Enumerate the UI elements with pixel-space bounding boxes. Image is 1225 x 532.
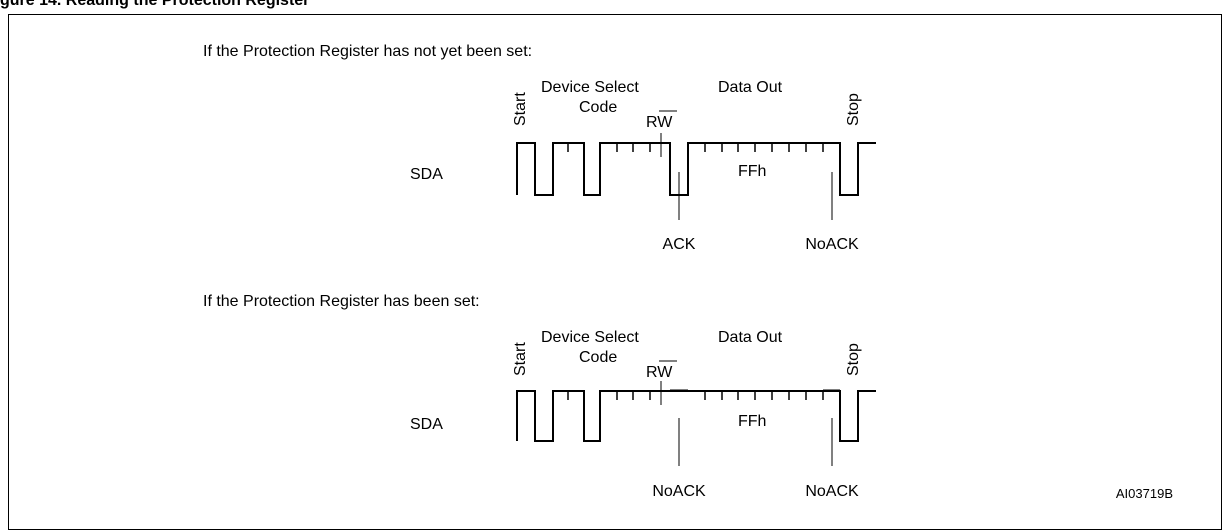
panel-2-signal-name: SDA	[410, 416, 443, 433]
panel-2-rw-label: RW	[646, 364, 673, 381]
panel-1-bit-ticks	[567, 143, 824, 152]
panel-1-data-value: FFh	[738, 163, 766, 180]
panel-1-code-label: Code	[579, 99, 617, 116]
panel-1-signal-name: SDA	[410, 166, 443, 183]
panel-1-noack-label: NoACK	[805, 236, 859, 253]
panel-2-sda-waveform	[516, 390, 876, 442]
panel-1-device-select-label: Device Select	[541, 79, 639, 96]
diagram-id: AI03719B	[1116, 486, 1173, 501]
panel-2-device-select-label: Device Select	[541, 329, 639, 346]
panel-2-data-value: FFh	[738, 413, 766, 430]
panel-1-start-label: Start	[512, 92, 529, 126]
panel-1-ack-label: ACK	[663, 236, 696, 253]
panel-1-stop-label: Stop	[845, 93, 862, 126]
panel-2-noack-label-2: NoACK	[805, 483, 859, 500]
panel-2-bit-ticks	[567, 391, 824, 400]
panel-1-sda-waveform	[516, 142, 876, 196]
panel-2-noack-label-1: NoACK	[652, 483, 706, 500]
panel-2-stop-label: Stop	[845, 343, 862, 376]
panel-2-start-label: Start	[512, 342, 529, 376]
panel-1-condition: If the Protection Register has not yet b…	[203, 43, 532, 60]
panel-2-condition: If the Protection Register has been set:	[203, 293, 480, 310]
figure-caption: gure 14. Reading the Protection Register	[0, 0, 310, 9]
panel-1-data-out-label: Data Out	[718, 79, 783, 96]
panel-1-rw-label: RW	[646, 114, 673, 131]
diagram-frame	[8, 14, 1222, 530]
panel-2-code-label: Code	[579, 349, 617, 366]
panel-2-data-out-label: Data Out	[718, 329, 783, 346]
